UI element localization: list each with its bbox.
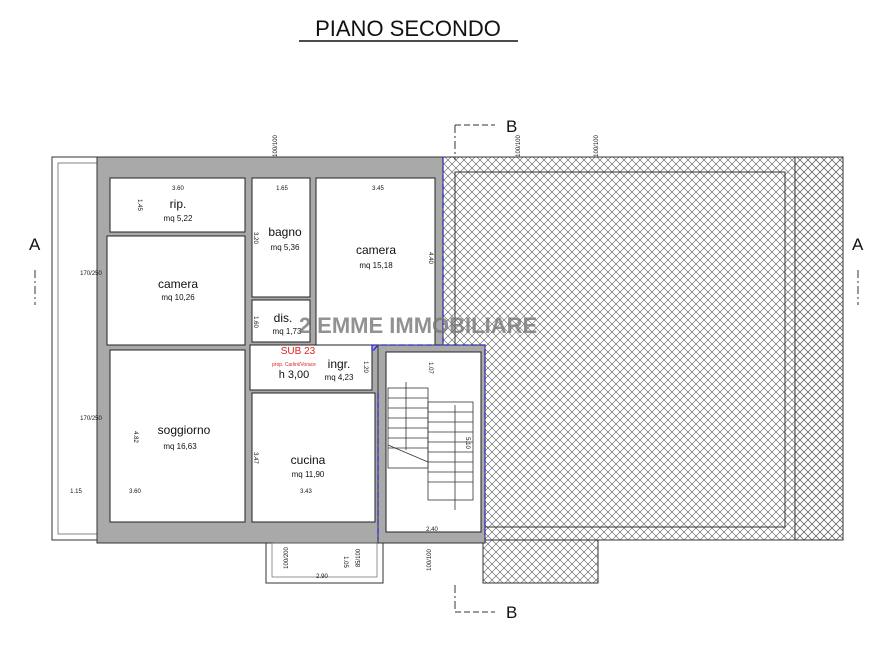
room-area: mq 15,18 [359, 261, 393, 270]
window-dimension: 170/250 [80, 271, 102, 277]
room-rip [109, 177, 246, 233]
dimension: 1.20 [362, 361, 368, 373]
section-a-right: A [852, 235, 864, 254]
dimension: 2.40 [426, 527, 438, 533]
plan-title: PIANO SECONDO [315, 16, 501, 41]
section-b-top: B [506, 117, 517, 136]
room-labels: rip. mq 5,22 camera mq 10,26 bagno mq 5,… [158, 197, 397, 479]
room-cucina [251, 392, 376, 523]
stairs [387, 382, 474, 510]
room-area: mq 4,23 [325, 373, 354, 382]
room-name: cucina [291, 453, 326, 467]
room-area: mq 1,73 [273, 327, 302, 336]
room-area: mq 5,36 [271, 243, 300, 252]
section-lines [34, 125, 859, 612]
room-area: mq 11,90 [292, 470, 325, 479]
room-area: mq 10,26 [161, 293, 195, 302]
room-ingr [249, 344, 373, 391]
room-soggiorno [109, 349, 246, 523]
dimension: 1.05 [342, 556, 348, 568]
watermark-logo: 2 EMME IMMOBILIARE [299, 313, 537, 338]
dimension: 1.07 [427, 362, 433, 374]
room-name: camera [158, 277, 198, 291]
room-name: soggiorno [158, 423, 211, 437]
dimension: 3.60 [129, 489, 141, 495]
window-dimension: 100/200 [284, 547, 290, 569]
dimension: 4.40 [427, 252, 433, 264]
dimension: 3.43 [300, 489, 312, 495]
window-dimension: 170/250 [80, 416, 102, 422]
section-a-left: A [29, 235, 41, 254]
room-area: mq 16,63 [163, 442, 197, 451]
unit-height: h 3,00 [279, 369, 310, 381]
dimension: 1.45 [136, 199, 142, 211]
unit-boundary [371, 157, 486, 540]
window-dimension: 85/100 [356, 548, 362, 567]
room-bagno [251, 177, 311, 298]
window-dimension: 100/100 [427, 549, 433, 571]
window-dimension: 100/100 [594, 135, 600, 157]
hatched-balcony [482, 539, 599, 584]
room-name: camera [356, 243, 396, 257]
dimension: 2.90 [316, 574, 328, 580]
room-name: dis. [274, 311, 293, 325]
room-area: mq 5,22 [164, 214, 193, 223]
hatched-area [442, 156, 844, 541]
dimension: 4.82 [132, 431, 138, 443]
left-balcony [51, 156, 98, 541]
dimension: 1.60 [252, 316, 258, 328]
dimension: 3.47 [252, 452, 258, 464]
unit-label: SUB 23 [281, 346, 316, 357]
dimension-labels: 3.60 1.65 3.45 3.60 1.15 3.43 2.40 2.90 … [70, 135, 600, 581]
dimension: 5.10 [464, 437, 470, 449]
bottom-balcony [265, 542, 384, 584]
dimension: 1.65 [276, 186, 288, 192]
room-name: ingr. [328, 357, 351, 371]
unit-owner: prop. Carlini/Vorace [272, 362, 316, 368]
room-name: bagno [268, 225, 302, 239]
dimension: 3.20 [252, 232, 258, 244]
room-camera-2 [315, 177, 436, 346]
dimension: 3.45 [372, 186, 384, 192]
window-dimension: 100/100 [273, 135, 279, 157]
dimension: 3.60 [172, 186, 184, 192]
dimension: 1.15 [70, 489, 82, 495]
section-b-bottom: B [506, 603, 517, 622]
room-name: rip. [170, 197, 187, 211]
room-dis [251, 299, 311, 343]
window-dimension: 100/100 [516, 135, 522, 157]
room-camera-1 [106, 235, 246, 346]
